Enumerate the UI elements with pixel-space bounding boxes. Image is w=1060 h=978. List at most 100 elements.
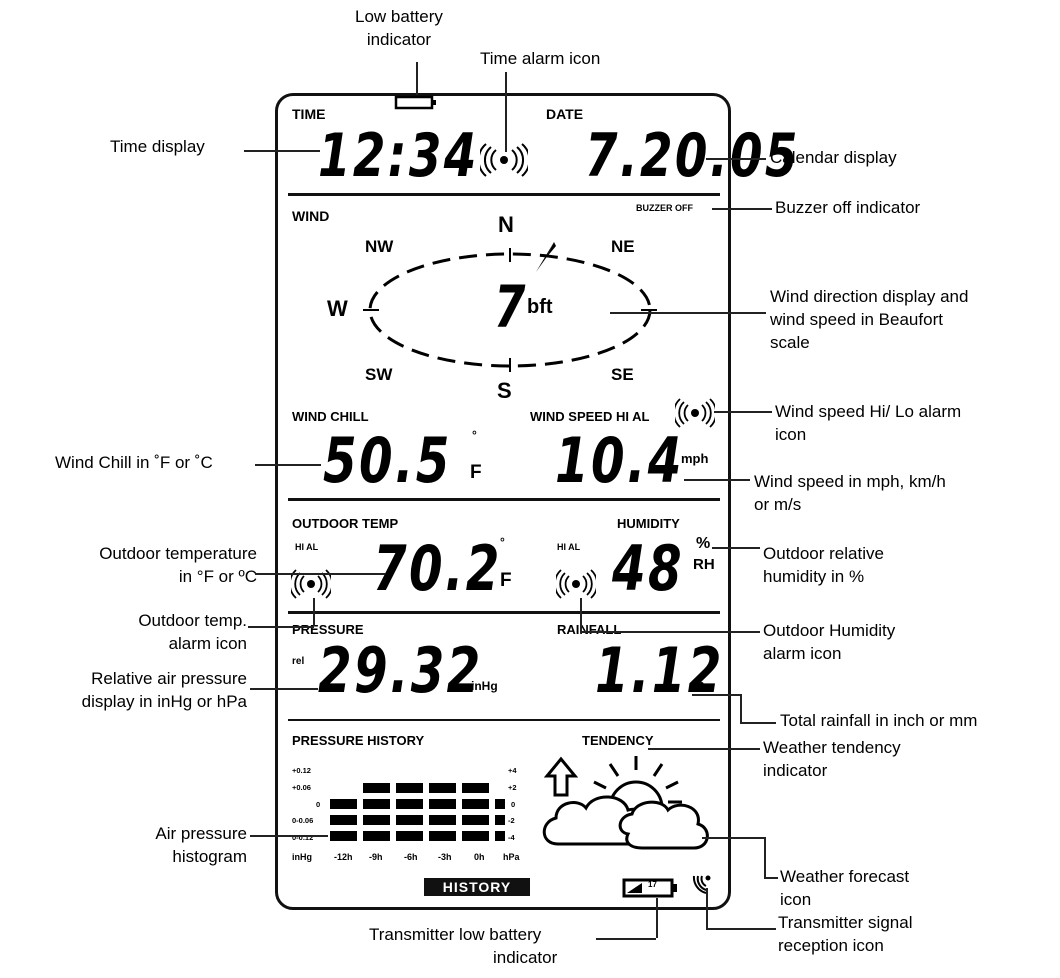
beaufort-value: 7 — [494, 273, 528, 341]
leader-line — [706, 928, 776, 930]
lcd-panel — [275, 93, 731, 910]
hist-left-tick: 0-0.06 — [292, 816, 314, 825]
separator-line — [288, 498, 720, 501]
time-value: 12:34 — [318, 121, 479, 191]
callout-buzzer-off: Buzzer off indicator — [775, 198, 921, 217]
compass-nw: NW — [365, 237, 394, 256]
histogram-bar — [429, 815, 456, 825]
histogram-bar — [363, 799, 390, 809]
wind-label: WIND — [292, 208, 330, 224]
hist-right-tick: -2 — [508, 816, 515, 825]
hist-x-label: -3h — [438, 852, 452, 862]
leader-line — [712, 208, 772, 210]
hist-x-label: hPa — [503, 852, 520, 862]
leader-line — [250, 835, 328, 837]
leader-line — [255, 573, 385, 575]
compass-ne: NE — [611, 237, 635, 256]
pressure-unit: inHg — [471, 679, 498, 693]
leader-line — [764, 837, 766, 877]
humidity-unit-rh: RH — [693, 556, 715, 573]
separator-line — [288, 193, 720, 196]
histogram-bar — [330, 831, 357, 841]
leader-line — [712, 547, 760, 549]
hist-left-tick: 0 — [316, 800, 321, 809]
pressure-value: 29.32 — [318, 634, 483, 707]
histogram-bar — [429, 783, 456, 793]
leader-line — [706, 158, 766, 160]
rainfall-label: RAINFALL — [557, 622, 622, 637]
hist-x-label: 0h — [474, 852, 485, 862]
callout-time-alarm: Time alarm icon — [480, 49, 601, 68]
leader-line — [596, 938, 656, 940]
time-label: TIME — [292, 106, 326, 122]
separator-line — [288, 611, 720, 614]
histogram-bar — [330, 815, 357, 825]
humidity-value: 48 — [612, 532, 684, 605]
wind-chill-label: WIND CHILL — [292, 409, 369, 424]
histogram-bar — [429, 831, 456, 841]
histogram-bar — [495, 831, 505, 841]
rainfall-value: 1.12 — [595, 634, 724, 707]
leader-line — [740, 722, 776, 724]
wind-speed-label: WIND SPEED HI AL — [530, 409, 650, 424]
temp-hi-al-label: HI AL — [295, 542, 319, 552]
callout-time-display: Time display — [110, 137, 205, 156]
wind-speed-value: 10.4 — [555, 424, 684, 497]
hist-right-tick: 0 — [511, 800, 516, 809]
signal-icon — [692, 875, 711, 894]
compass-ring — [363, 248, 657, 372]
date-label: DATE — [546, 106, 584, 122]
pressure-label: PRESSURE — [292, 622, 364, 637]
outdoor-temp-value: 70.2 — [373, 532, 502, 605]
history-button[interactable]: HISTORY — [424, 878, 530, 896]
hist-right-tick: +2 — [508, 783, 517, 792]
histogram-bar — [363, 831, 390, 841]
histogram-bar — [462, 815, 489, 825]
callout-wind-chill: Wind Chill in ˚F or ˚C — [55, 453, 213, 472]
alarm-bell-icon — [291, 569, 331, 599]
hist-x-label: -12h — [334, 852, 353, 862]
date-value: 7.20.05 — [585, 121, 800, 191]
tendency-label: TENDENCY — [582, 733, 654, 748]
beaufort-unit: bft — [527, 296, 553, 318]
transmitter-battery-level: 17 — [648, 880, 657, 889]
hist-x-label: -6h — [404, 852, 418, 862]
leader-line — [248, 626, 314, 628]
leader-line — [250, 688, 318, 690]
callout-outdoor-temp-alarm: Outdoor temp.alarm icon — [138, 611, 247, 653]
leader-line — [416, 62, 418, 95]
histogram-bar — [363, 783, 390, 793]
leader-line — [580, 598, 582, 631]
humidity-label: HUMIDITY — [617, 516, 680, 531]
rainfall-unit: in — [693, 677, 705, 692]
hist-x-label: inHg — [292, 852, 312, 862]
leader-line — [244, 150, 320, 152]
degree-symbol: ° — [500, 535, 505, 549]
leader-line — [648, 748, 760, 750]
callout-total-rainfall: Total rainfall in inch or mm — [780, 711, 978, 730]
humidity-hi-al-label: HI AL — [557, 542, 581, 552]
wind-chill-value: 50.5 — [323, 424, 452, 497]
hist-x-label: -9h — [369, 852, 383, 862]
hist-left-tick: +0.06 — [292, 783, 311, 792]
hist-left-tick: +0.12 — [292, 766, 311, 775]
leader-line — [580, 631, 760, 633]
leader-line — [505, 72, 507, 152]
callout-transmitter-battery: Transmitter low battery indicator — [369, 925, 558, 967]
leader-line — [313, 598, 315, 626]
histogram-bar — [396, 831, 423, 841]
hist-right-tick: -4 — [508, 833, 515, 842]
compass-s: S — [497, 378, 512, 403]
hist-left-tick: 0-0.12 — [292, 833, 314, 842]
callout-calendar: Calendar display — [770, 148, 897, 167]
histogram-bar — [462, 799, 489, 809]
separator-line — [288, 719, 720, 721]
